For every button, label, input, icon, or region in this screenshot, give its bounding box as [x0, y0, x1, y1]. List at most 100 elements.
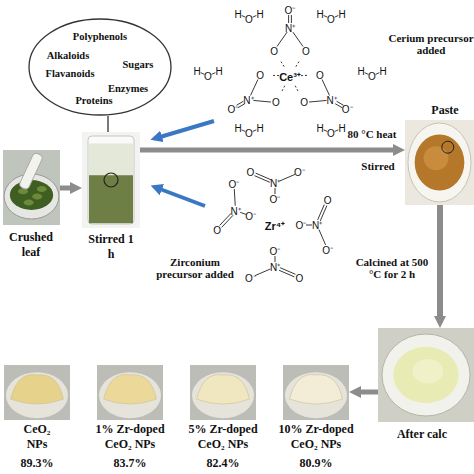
photo-caption: Stirred 1 h [87, 232, 135, 262]
leaf-piece [32, 194, 42, 200]
atom-symbol: H [234, 8, 241, 19]
yield-value: 83.7% [100, 456, 160, 471]
atom-symbol: O⁻ [296, 218, 307, 232]
chemical-bond [365, 73, 369, 75]
atom-symbol: O [300, 97, 308, 108]
chemical-bond [324, 15, 328, 17]
atom-symbol: N⁺ [312, 218, 322, 232]
atom-symbol: H [234, 123, 241, 134]
atom-symbol: O [245, 13, 253, 24]
precursor-label: Zirconium precursor added [150, 256, 240, 280]
node-shape [82, 132, 140, 228]
atom-symbol: O [327, 128, 335, 139]
product-node: CeO₂ NPs89.3% [4, 365, 70, 420]
zoom-line [107, 116, 108, 132]
atom-symbol: H [379, 66, 386, 77]
atom-symbol: N⁺ [285, 21, 295, 35]
chemical-bond [319, 230, 326, 245]
chemical-bond [271, 75, 279, 76]
atom-symbol: H [256, 8, 263, 19]
pestle [19, 152, 44, 190]
dish [99, 372, 161, 418]
chemical-bond [288, 15, 289, 23]
process-arrow [437, 205, 443, 316]
atom-symbol: N⁺ [243, 93, 253, 107]
chemical-bond [335, 130, 339, 132]
chemical-bond [322, 79, 329, 95]
nanoparticle-powder [197, 375, 250, 405]
chemical-bond [280, 60, 284, 67]
photo-caption: Crushed leaf [4, 230, 59, 260]
atom-symbol: O [316, 69, 324, 80]
atom-symbol: O [245, 128, 253, 139]
photo-caption: 10% Zr-doped CeO₂ NPs [270, 422, 362, 452]
chemical-bond [301, 75, 309, 76]
precursor-label: Cerium precursor added [388, 32, 474, 56]
chemical-bond [279, 270, 294, 277]
node-shape [3, 150, 60, 225]
ellipse-node: PolyphenolsAlkaloidsSugarsFlavanoidsEnzy… [28, 18, 172, 116]
atom-symbol: H [316, 8, 323, 19]
atom-symbol: O⁻ [245, 271, 256, 285]
leaf-node: Crushed leaf [3, 150, 60, 225]
node-shape [4, 365, 70, 420]
photo-background [4, 365, 70, 420]
paste-node: Paste [405, 120, 474, 205]
atom-symbol: H [357, 66, 364, 77]
process-arrow [361, 390, 378, 395]
atom-symbol: H [338, 123, 345, 134]
process-arrow [60, 186, 70, 191]
atom-symbol: N⁺ [270, 260, 280, 274]
compound-name: Enzymes [98, 83, 158, 94]
product-node: 10% Zr-doped CeO₂ NPs80.9% [283, 365, 349, 420]
chemical-bond [212, 73, 216, 75]
photo-caption: Paste [415, 103, 474, 118]
zoom-circle [442, 141, 454, 153]
leaf-piece [37, 186, 47, 192]
chemical-bond [255, 269, 270, 276]
atom-symbol: O [368, 71, 376, 82]
atom-symbol: O [296, 272, 304, 283]
atom-symbol: O [247, 167, 255, 178]
atom-symbol: H [338, 8, 345, 19]
chemical-bond [293, 32, 303, 46]
atom-symbol: O⁻ [322, 243, 333, 257]
atom-symbol: O [213, 225, 221, 236]
photo-caption: CeO₂ NPs [16, 422, 58, 452]
chemical-bond [318, 205, 325, 220]
node-shape [378, 328, 474, 422]
green-extract [89, 175, 133, 223]
dish [192, 372, 254, 418]
chemical-bond [296, 60, 300, 67]
edge-label: Calcined at 500 °C for 2 h [352, 256, 432, 280]
crushed-leaves [10, 180, 53, 210]
atom-symbol: O [324, 195, 332, 206]
node-shape [190, 365, 256, 420]
nanoparticle-powder [104, 375, 157, 405]
compound-name: Alkaloids [38, 50, 98, 61]
dish [6, 372, 68, 418]
chemical-bond [295, 86, 299, 93]
chemical-bond [256, 173, 271, 180]
beaker-node: Stirred 1 h [82, 132, 140, 228]
atom-symbol: N⁺ [230, 204, 240, 218]
compound-name: Polyphenols [60, 31, 140, 42]
node-shape [405, 120, 474, 205]
chemical-bond [253, 130, 257, 132]
chemical-bond [280, 174, 295, 181]
callout-ellipse [29, 19, 171, 115]
atom-symbol: O⁻ [227, 102, 238, 116]
metal-ion: Zr⁴⁺ [265, 218, 285, 233]
yield-value: 82.4% [193, 456, 253, 471]
chemical-bond [306, 225, 312, 226]
atom-symbol: H [193, 66, 200, 77]
atom-symbol: O⁻ [270, 244, 281, 258]
chemical-bond [242, 15, 246, 17]
atom-symbol: O [256, 69, 264, 80]
chemical-bond [320, 206, 327, 221]
compound-name: Proteins [64, 95, 124, 106]
precursor-arrow [160, 189, 205, 206]
chemical-bond [281, 86, 285, 93]
